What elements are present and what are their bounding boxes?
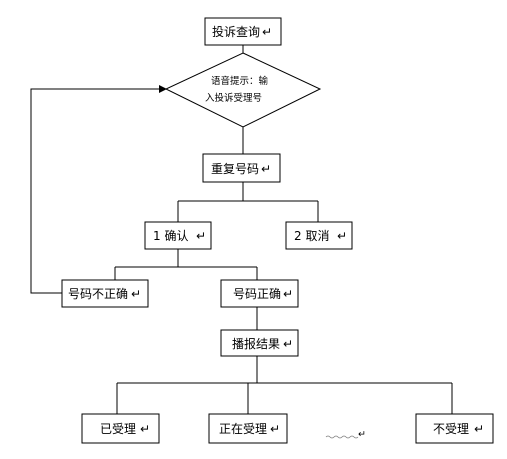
paragraph-mark: ↵ — [283, 337, 293, 351]
node-accepted: 已受理 ↵ — [81, 413, 160, 444]
paragraph-mark: ↵ — [474, 422, 484, 436]
node-number-correct-label: 号码正确 — [233, 287, 281, 301]
node-cancel: 2 取消 ↵ — [285, 221, 353, 250]
edges — [30, 45, 453, 414]
paragraph-mark: ↵ — [283, 287, 293, 301]
paragraph-mark: ↵ — [140, 422, 150, 436]
node-cancel-label: 2 取消 — [294, 229, 329, 243]
wavy-underline — [325, 435, 359, 439]
node-broadcast-result-label: 播报结果 — [232, 336, 280, 351]
node-accepted-label: 已受理 — [100, 422, 136, 436]
node-voice-prompt: 语音提示：输 入投诉受理号 — [164, 52, 322, 128]
paragraph-mark: ↵ — [196, 229, 206, 243]
node-voice-prompt-line2: 入投诉受理号 — [205, 92, 262, 104]
node-confirm: 1 确认 ↵ — [144, 221, 212, 250]
node-voice-prompt-line1: 语音提示：输 — [211, 75, 269, 87]
paragraph-mark: ↵ — [337, 229, 347, 243]
node-repeat-number-label: 重复号码 — [211, 162, 259, 176]
node-confirm-label: 1 确认 — [153, 229, 188, 243]
node-repeat-number: 重复号码 ↵ — [202, 153, 281, 183]
node-broadcast-result: 播报结果 ↵ — [220, 329, 299, 357]
node-complaint-query-label: 投诉查询 — [212, 24, 260, 39]
node-complaint-query: 投诉查询 ↵ — [204, 17, 282, 46]
paragraph-mark: ↵ — [270, 422, 280, 436]
node-processing-label: 正在受理 — [219, 422, 267, 436]
paragraph-mark: ↵ — [261, 162, 271, 176]
node-number-correct: 号码正确 ↵ — [220, 279, 299, 308]
node-number-incorrect-label: 号码不正确 — [68, 287, 128, 301]
edge-loop-back — [30, 85, 167, 294]
paragraph-mark: ↵ — [358, 429, 366, 440]
node-not-accepted: 不受理 ↵ — [415, 413, 494, 444]
node-not-accepted-label: 不受理 — [433, 422, 469, 436]
stray-paragraph-mark: ↵ — [325, 429, 366, 440]
node-processing: 正在受理 ↵ — [208, 413, 288, 444]
paragraph-mark: ↵ — [131, 287, 141, 301]
paragraph-mark: ↵ — [262, 25, 272, 39]
node-number-incorrect: 号码不正确 ↵ — [61, 279, 149, 308]
